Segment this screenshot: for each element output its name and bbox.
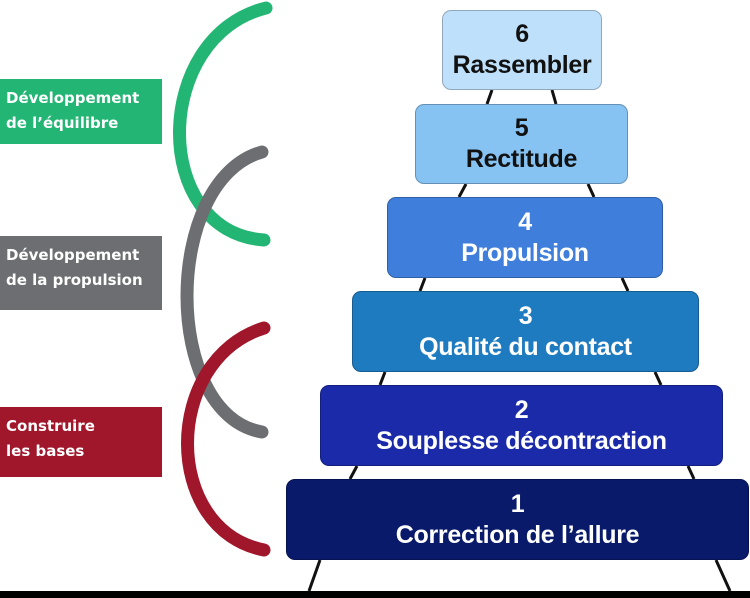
tier-name: Rectitude [465,145,578,173]
label-balance-development: Développement de l’équilibre [0,79,162,144]
tier-2-suppleness: 2 Souplesse décontraction [320,385,723,466]
tier-5-rectitude: 5 Rectitude [415,104,628,184]
tier-name: Souplesse décontraction [376,426,667,455]
pyramid-rails [307,89,732,592]
tier-name: Qualité du contact [419,332,632,361]
tier-name: Propulsion [461,238,589,267]
tier-6-rassembler: 6 Rassembler [442,10,602,90]
bottom-edge-bar [0,591,750,598]
tier-1-gait-correction: 1 Correction de l’allure [286,479,749,560]
tier-4-propulsion: 4 Propulsion [387,197,663,278]
label-propulsion-line1: Développement [6,246,140,264]
tier-number: 1 [510,489,525,518]
tier-number: 5 [514,114,529,142]
tier-name: Rassembler [452,51,592,79]
tier-number: 3 [518,301,533,330]
tier-name: Correction de l’allure [395,520,640,549]
bracket-balance [173,1,273,247]
label-bases-line1: Construire [6,417,95,435]
label-build-bases: Construire les bases [0,407,162,477]
label-balance-line1: Développement [6,89,140,107]
tier-number: 6 [515,20,529,48]
label-propulsion-line2: de la propulsion [6,271,143,289]
bracket-bases [181,321,271,557]
tier-3-contact-quality: 3 Qualité du contact [352,291,699,372]
bracket-propulsion [180,145,269,439]
tier-number: 2 [514,395,529,424]
label-bases-line2: les bases [6,442,85,460]
label-propulsion-development: Développement de la propulsion [0,236,162,310]
label-balance-line2: de l’équilibre [6,114,119,132]
tier-number: 4 [518,207,532,236]
